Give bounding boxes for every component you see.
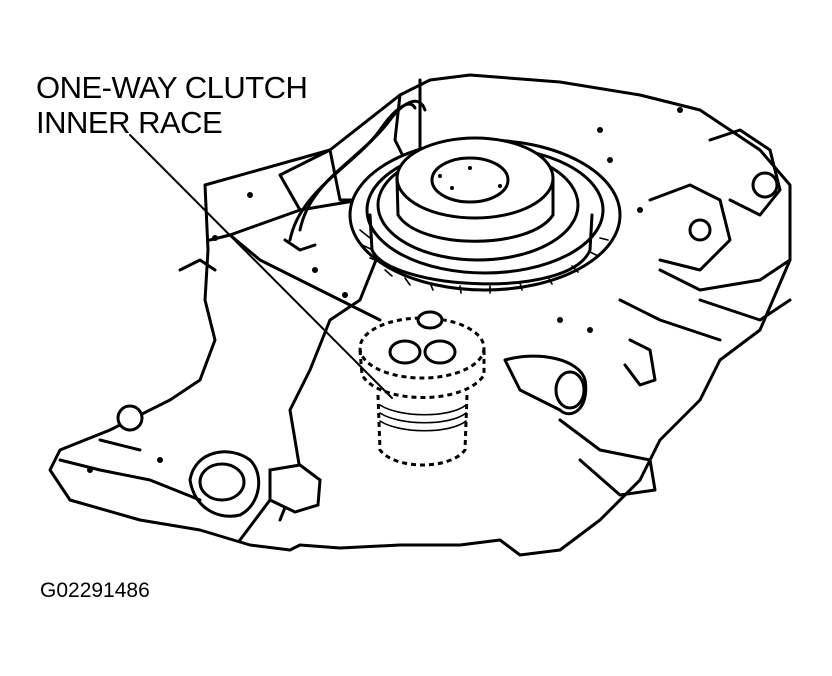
spline-teeth: [359, 229, 609, 294]
case-outline: [48, 73, 792, 557]
callout-leader-line: [129, 134, 393, 399]
drain-plug-boss: [188, 450, 261, 518]
case-panel: [228, 198, 382, 522]
figure-id: G02291486: [40, 579, 150, 602]
case-bolts: [87, 107, 683, 473]
callout-line-1: ONE-WAY CLUTCH: [36, 70, 308, 105]
callout-line-2: INNER RACE: [36, 105, 223, 140]
clutch-center-bore: [430, 156, 510, 204]
pan-bolt: [268, 463, 322, 514]
case-ridge: [208, 233, 382, 322]
callout-label: ONE-WAY CLUTCH INNER RACE: [36, 70, 308, 140]
bolt-heads: [388, 310, 457, 365]
right-bracket: [503, 354, 588, 416]
one-way-clutch-inner-race: [358, 316, 486, 467]
